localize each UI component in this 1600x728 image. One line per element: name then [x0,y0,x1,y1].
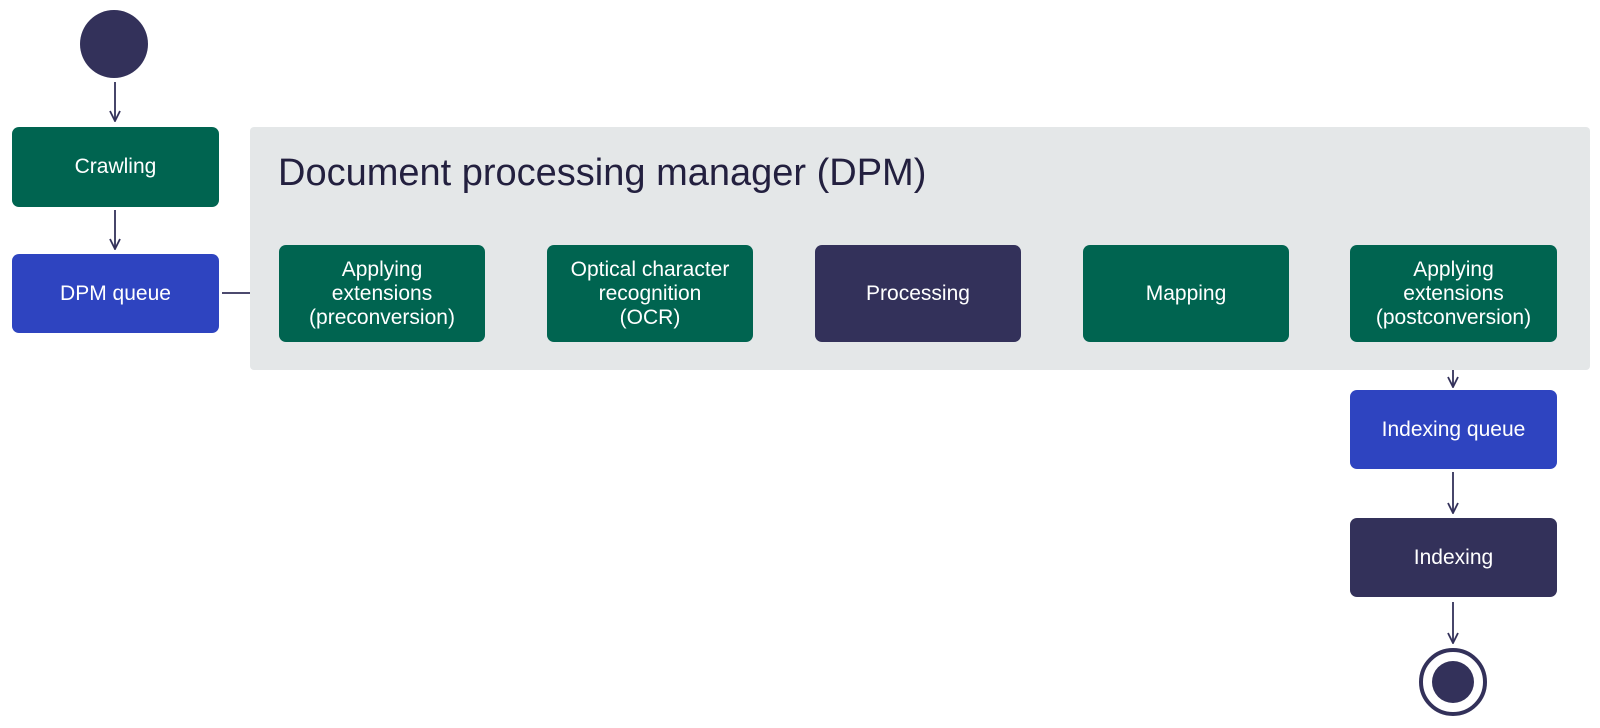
node-postconversion-line-3: (postconversion) [1375,305,1532,329]
node-ocr-line-1: Optical character [570,257,730,281]
node-postconversion-line-2: extensions [1403,281,1504,305]
node-preconversion-line-2: extensions [331,281,433,305]
node-processing: Processing [815,245,1021,342]
node-postconversion-line-1: Applying [1413,257,1494,281]
node-indexing-queue-label: Indexing queue [1381,417,1526,441]
node-applying-extensions-postconversion: Applying extensions (postconversion) [1350,245,1557,342]
node-preconversion-line-1: Applying [341,257,423,281]
node-indexing-label: Indexing [1413,545,1494,569]
dpm-group-title: Document processing manager (DPM) [278,152,927,194]
node-ocr-line-3: (OCR) [619,305,681,329]
node-mapping: Mapping [1083,245,1289,342]
node-ocr-line-2: recognition [598,281,702,305]
node-indexing-queue: Indexing queue [1350,390,1557,469]
node-crawling-label: Crawling [74,155,157,178]
node-processing-label: Processing [866,281,970,305]
end-node-dot-icon [1432,661,1474,703]
start-node-icon [80,10,148,78]
node-applying-extensions-preconversion: Applying extensions (preconversion) [279,245,485,342]
node-dpm-queue: DPM queue [12,254,219,333]
node-preconversion-line-3: (preconversion) [309,305,455,329]
node-dpm-queue-label: DPM queue [60,281,171,305]
node-ocr: Optical character recognition (OCR) [547,245,753,342]
node-crawling: Crawling [12,127,219,207]
node-indexing: Indexing [1350,518,1557,597]
end-node-icon [1419,648,1487,716]
node-mapping-label: Mapping [1145,281,1227,305]
